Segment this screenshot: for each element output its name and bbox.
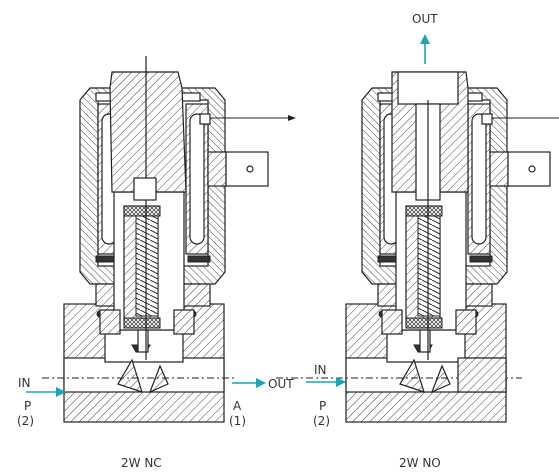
no-caption: 2W NO	[399, 456, 441, 470]
nc-port-p-letter: P	[24, 399, 31, 413]
nc-port-p-number: (2)	[17, 414, 34, 428]
nc-inlet-label: IN	[18, 376, 31, 390]
nc-outlet-label: OUT	[268, 377, 294, 391]
valve-no-drawing	[276, 71, 559, 423]
no-port-p-letter: P	[319, 399, 326, 413]
nc-port-a-number: (1)	[229, 414, 246, 428]
nc-port-a-letter: A	[233, 399, 242, 413]
nc-caption: 2W NC	[121, 456, 162, 470]
nc-inlet-arrow	[26, 387, 66, 397]
nc-outlet-arrow	[232, 378, 266, 388]
no-top-outlet-arrow	[420, 34, 430, 64]
no-port-p-number: (2)	[313, 414, 330, 428]
valve-nc-drawing	[42, 56, 296, 423]
no-inlet-label: IN	[314, 363, 327, 377]
no-inlet-arrow	[306, 377, 346, 387]
no-top-outlet-label: OUT	[412, 12, 438, 26]
